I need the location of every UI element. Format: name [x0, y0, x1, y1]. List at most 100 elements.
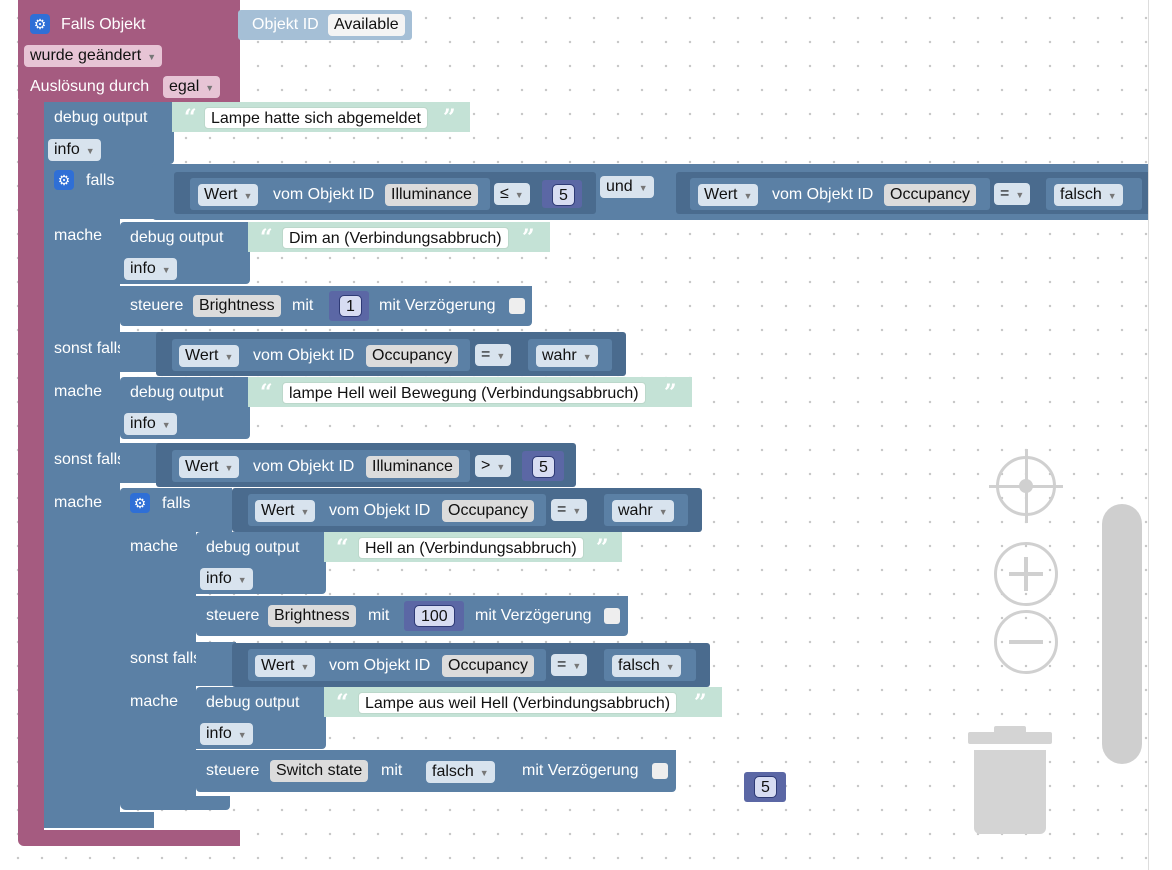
- object-id-field[interactable]: Occupancy: [442, 655, 535, 677]
- debug-label: debug output: [130, 229, 224, 246]
- dropdown-arrow-icon: ▼: [743, 191, 753, 201]
- debug-text-field[interactable]: Hell an (Verbindungsabbruch): [358, 537, 584, 559]
- log-level-dropdown[interactable]: info▼: [124, 258, 177, 280]
- number-field[interactable]: 5: [754, 776, 777, 798]
- if-block-spine: [44, 164, 120, 828]
- object-id-field[interactable]: Occupancy: [366, 345, 459, 367]
- trigger-label: Auslösung durch: [30, 78, 150, 95]
- value-dropdown[interactable]: Wert▼: [179, 345, 240, 367]
- boolean-dropdown[interactable]: falsch▼: [1054, 184, 1123, 206]
- dropdown-arrow-icon: ▼: [237, 575, 247, 585]
- control-object-field[interactable]: Brightness: [193, 295, 281, 317]
- control-block[interactable]: [120, 286, 532, 326]
- do-label: mache: [54, 494, 103, 511]
- debug-text-field[interactable]: Dim an (Verbindungsabbruch): [282, 227, 509, 249]
- delay-checkbox[interactable]: [604, 608, 620, 624]
- operator-dropdown[interactable]: =▼: [551, 499, 588, 521]
- value-dropdown-label: Wert: [261, 502, 295, 519]
- operator-dropdown[interactable]: =▼: [551, 654, 588, 676]
- log-level-dropdown[interactable]: info▼: [200, 723, 253, 745]
- dropdown-arrow-icon: ▼: [572, 661, 582, 671]
- number-field[interactable]: 1: [339, 295, 362, 317]
- object-id-field[interactable]: Occupancy: [442, 500, 535, 522]
- quote-open-icon: “: [184, 105, 197, 131]
- dropdown-arrow-icon: ▼: [161, 420, 171, 430]
- inner-if-spine: [120, 488, 196, 806]
- value-dropdown[interactable]: Wert▼: [255, 500, 316, 522]
- zoom-in-icon[interactable]: [994, 542, 1058, 606]
- object-id-field[interactable]: Illuminance: [385, 184, 478, 206]
- value-dropdown-label: Wert: [185, 347, 219, 364]
- delay-checkbox[interactable]: [652, 763, 668, 779]
- log-level-dropdown[interactable]: info▼: [124, 413, 177, 435]
- operator-label: =: [481, 346, 491, 363]
- boolean-dropdown[interactable]: wahr▼: [612, 500, 674, 522]
- and-dropdown[interactable]: und▼: [600, 176, 654, 198]
- object-id-value[interactable]: Available: [328, 14, 405, 36]
- dropdown-arrow-icon: ▼: [658, 507, 668, 517]
- boolean-dropdown[interactable]: wahr▼: [536, 345, 598, 367]
- operator-dropdown[interactable]: ≤▼: [494, 183, 530, 205]
- dropdown-arrow-icon: ▼: [85, 146, 95, 156]
- number-field[interactable]: 100: [414, 605, 455, 627]
- debug-text-field[interactable]: Lampe aus weil Hell (Verbindungsabbruch): [358, 692, 678, 714]
- value-dropdown-label: Wert: [185, 458, 219, 475]
- operator-label: =: [1000, 185, 1010, 202]
- debug-label: debug output: [206, 539, 300, 556]
- trash-lid: [968, 732, 1052, 744]
- from-object-label: vom Objekt ID: [253, 347, 355, 364]
- debug-text-field[interactable]: Lampe hatte sich abgemeldet: [204, 107, 428, 129]
- control-object-field[interactable]: Switch state: [270, 760, 369, 782]
- object-id-field[interactable]: Occupancy: [884, 184, 977, 206]
- change-dropdown[interactable]: wurde geändert▼: [24, 45, 163, 67]
- value-dropdown[interactable]: Wert▼: [698, 184, 759, 206]
- value-dropdown[interactable]: Wert▼: [255, 655, 316, 677]
- gear-icon[interactable]: ⚙: [130, 493, 150, 513]
- do-label: mache: [54, 227, 103, 244]
- with-label: mit: [381, 762, 403, 779]
- trigger-dropdown-label: egal: [169, 78, 200, 95]
- dropdown-arrow-icon: ▼: [161, 265, 171, 275]
- debug-label: debug output: [130, 384, 224, 401]
- if-block-footer: [44, 812, 154, 828]
- log-level-dropdown[interactable]: info▼: [48, 139, 101, 161]
- gear-icon[interactable]: ⚙: [30, 14, 50, 34]
- dropdown-arrow-icon: ▼: [514, 190, 524, 200]
- dropdown-arrow-icon: ▼: [638, 183, 648, 193]
- control-object-field[interactable]: Brightness: [268, 605, 356, 627]
- object-id-label: Objekt ID: [252, 16, 319, 33]
- elseif-label: sonst falls: [130, 650, 202, 667]
- debug-label: debug output: [54, 109, 148, 126]
- operator-dropdown[interactable]: >▼: [475, 455, 512, 477]
- vertical-scrollbar[interactable]: [1102, 504, 1142, 764]
- gear-icon[interactable]: ⚙: [54, 170, 74, 190]
- debug-text-field[interactable]: lampe Hell weil Bewegung (Verbindungsabb…: [282, 382, 646, 404]
- trigger-dropdown[interactable]: egal▼: [163, 76, 221, 98]
- from-object-label: vom Objekt ID: [253, 458, 355, 475]
- boolean-dropdown[interactable]: falsch▼: [426, 761, 495, 783]
- number-field[interactable]: 5: [552, 184, 575, 206]
- operator-dropdown[interactable]: =▼: [994, 183, 1031, 205]
- value-dropdown[interactable]: Wert ▼: [179, 456, 240, 478]
- dropdown-arrow-icon: ▼: [224, 463, 234, 473]
- if-label: falls: [86, 172, 115, 189]
- operator-label: =: [557, 501, 567, 518]
- operator-dropdown[interactable]: =▼: [475, 344, 512, 366]
- number-field[interactable]: 5: [532, 456, 555, 478]
- delay-checkbox[interactable]: [509, 298, 525, 314]
- log-level-label: info: [206, 725, 232, 742]
- change-dropdown-label: wurde geändert: [30, 47, 142, 64]
- recenter-icon[interactable]: [989, 449, 1063, 523]
- value-dropdown[interactable]: Wert▼: [198, 184, 259, 206]
- elseif-connector: [120, 332, 160, 372]
- object-id-field[interactable]: Illuminance: [366, 456, 459, 478]
- from-object-label: vom Objekt ID: [273, 186, 375, 203]
- recenter-crosshair-h: [989, 485, 1063, 488]
- zoom-out-icon[interactable]: [994, 610, 1058, 674]
- boolean-dropdown[interactable]: falsch▼: [612, 655, 681, 677]
- control-label: steuere: [206, 607, 260, 624]
- log-level-dropdown[interactable]: info▼: [200, 568, 253, 590]
- if-label: falls: [162, 495, 191, 512]
- trash-icon[interactable]: [968, 726, 1054, 836]
